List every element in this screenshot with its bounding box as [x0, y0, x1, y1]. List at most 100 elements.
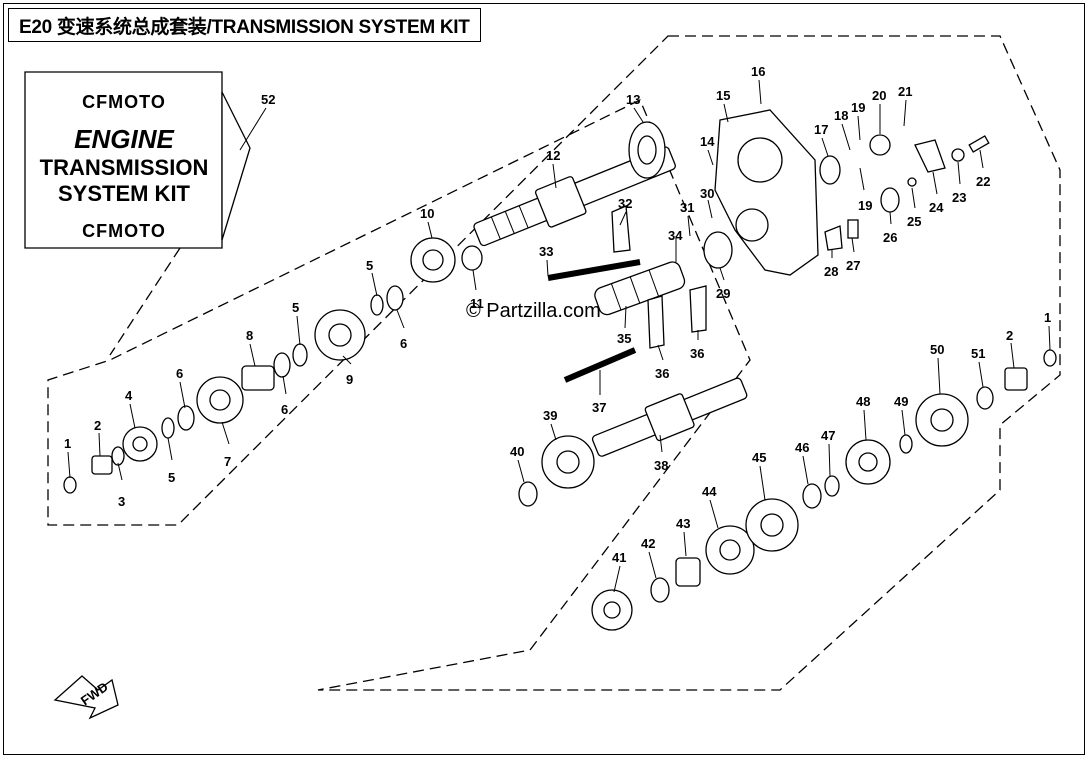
kit-tag-line3: SYSTEM KIT [57, 181, 190, 206]
callout: 8 [246, 328, 253, 343]
bearing-2b [1004, 367, 1028, 391]
callout: 31 [680, 200, 694, 215]
callout: 2 [1006, 328, 1013, 343]
callout: 1 [1044, 310, 1051, 325]
callout: 14 [700, 134, 715, 149]
callout: 32 [618, 196, 632, 211]
callout: 6 [176, 366, 183, 381]
callout: 24 [929, 200, 944, 215]
callout: 19 [858, 198, 872, 213]
callout: 38 [654, 458, 668, 473]
callout: 23 [952, 190, 966, 205]
callout: 25 [907, 214, 921, 229]
cover-bore [737, 137, 783, 183]
kit-tag-fold [221, 91, 251, 241]
callout: 9 [346, 372, 353, 387]
callouts: 1 2 3 4 5 5 5 6 6 6 7 8 9 10 11 12 13 14… [64, 64, 1051, 593]
washer-23 [951, 148, 965, 162]
callout: 45 [752, 450, 766, 465]
washer-3 [111, 446, 125, 466]
fork-36a [647, 295, 665, 349]
fwd-arrow-icon: FWD [53, 675, 119, 720]
clip-1b [1043, 349, 1057, 367]
clip-49 [899, 434, 913, 454]
callout: 2 [94, 418, 101, 433]
clip-1a [63, 476, 77, 494]
callout: 37 [592, 400, 606, 415]
callout: 40 [510, 444, 524, 459]
callout: 52 [261, 92, 275, 107]
bearing-13 [628, 121, 666, 179]
callout: 43 [676, 516, 690, 531]
clip-5b [292, 343, 308, 367]
callout: 17 [814, 122, 828, 137]
callout: 41 [612, 550, 626, 565]
ring-6c [177, 405, 195, 431]
diagram-title: E20 变速系统总成套装/TRANSMISSION SYSTEM KIT [8, 8, 481, 42]
callout: 7 [224, 454, 231, 469]
callout: 27 [846, 258, 860, 273]
washer-46 [802, 483, 822, 509]
callout: 46 [795, 440, 809, 455]
callout: 5 [292, 300, 299, 315]
plate-28 [824, 225, 843, 251]
ring-6a [386, 285, 404, 311]
callout: 34 [668, 228, 683, 243]
callout: 30 [700, 186, 714, 201]
seal-17 [819, 155, 841, 185]
washer-51 [976, 386, 994, 410]
watermark: © Partzilla.com [466, 300, 601, 322]
callout: 36 [690, 346, 704, 361]
callout: 26 [883, 230, 897, 245]
bearing-2a [91, 455, 113, 475]
shaft-38 [591, 377, 748, 457]
callout: 36 [655, 366, 669, 381]
callout: 11 [470, 296, 484, 311]
callout: 21 [898, 84, 912, 99]
washer-25 [907, 177, 917, 187]
callout: 12 [546, 148, 560, 163]
bearing-29 [703, 231, 733, 269]
cover-bore-2 [735, 208, 769, 242]
kit-tag-leader [109, 247, 181, 356]
ring-6b [273, 352, 291, 378]
rod-33 [547, 259, 641, 281]
kit-boundary [47, 35, 1061, 691]
bearing-8 [241, 365, 275, 391]
fork-32 [611, 205, 631, 253]
lever-24 [914, 139, 946, 173]
callout: 13 [626, 92, 640, 107]
callout: 3 [118, 494, 125, 509]
callout: 15 [716, 88, 730, 103]
callout: 22 [976, 174, 990, 189]
clip-5c [161, 417, 175, 439]
callout: 35 [617, 331, 631, 346]
callout: 18 [834, 108, 848, 123]
callout: 50 [930, 342, 944, 357]
callout: 6 [400, 336, 407, 351]
diagram-frame [3, 3, 1085, 755]
callout: 51 [971, 346, 985, 361]
callout: 49 [894, 394, 908, 409]
kit-tag-line1: ENGINE [74, 124, 174, 154]
bolt-27 [847, 219, 859, 239]
callout: 5 [366, 258, 373, 273]
clip-5a [370, 294, 384, 316]
shift-drum-35 [594, 261, 686, 316]
callout: 4 [125, 388, 133, 403]
callout: 28 [824, 264, 838, 279]
clip-47 [824, 475, 840, 497]
callout: 48 [856, 394, 870, 409]
bearing-43 [675, 557, 701, 587]
callout: 10 [420, 206, 434, 221]
callout: 42 [641, 536, 655, 551]
callout: 33 [539, 244, 553, 259]
kit-brand-top: CFMOTO [82, 92, 166, 112]
kit-tag: CFMOTO ENGINE TRANSMISSION SYSTEM KIT CF… [28, 78, 220, 248]
callout: 39 [543, 408, 557, 423]
washer-42 [650, 577, 670, 603]
callout: 5 [168, 470, 175, 485]
bearing-11 [461, 245, 483, 271]
callout: 44 [702, 484, 717, 499]
